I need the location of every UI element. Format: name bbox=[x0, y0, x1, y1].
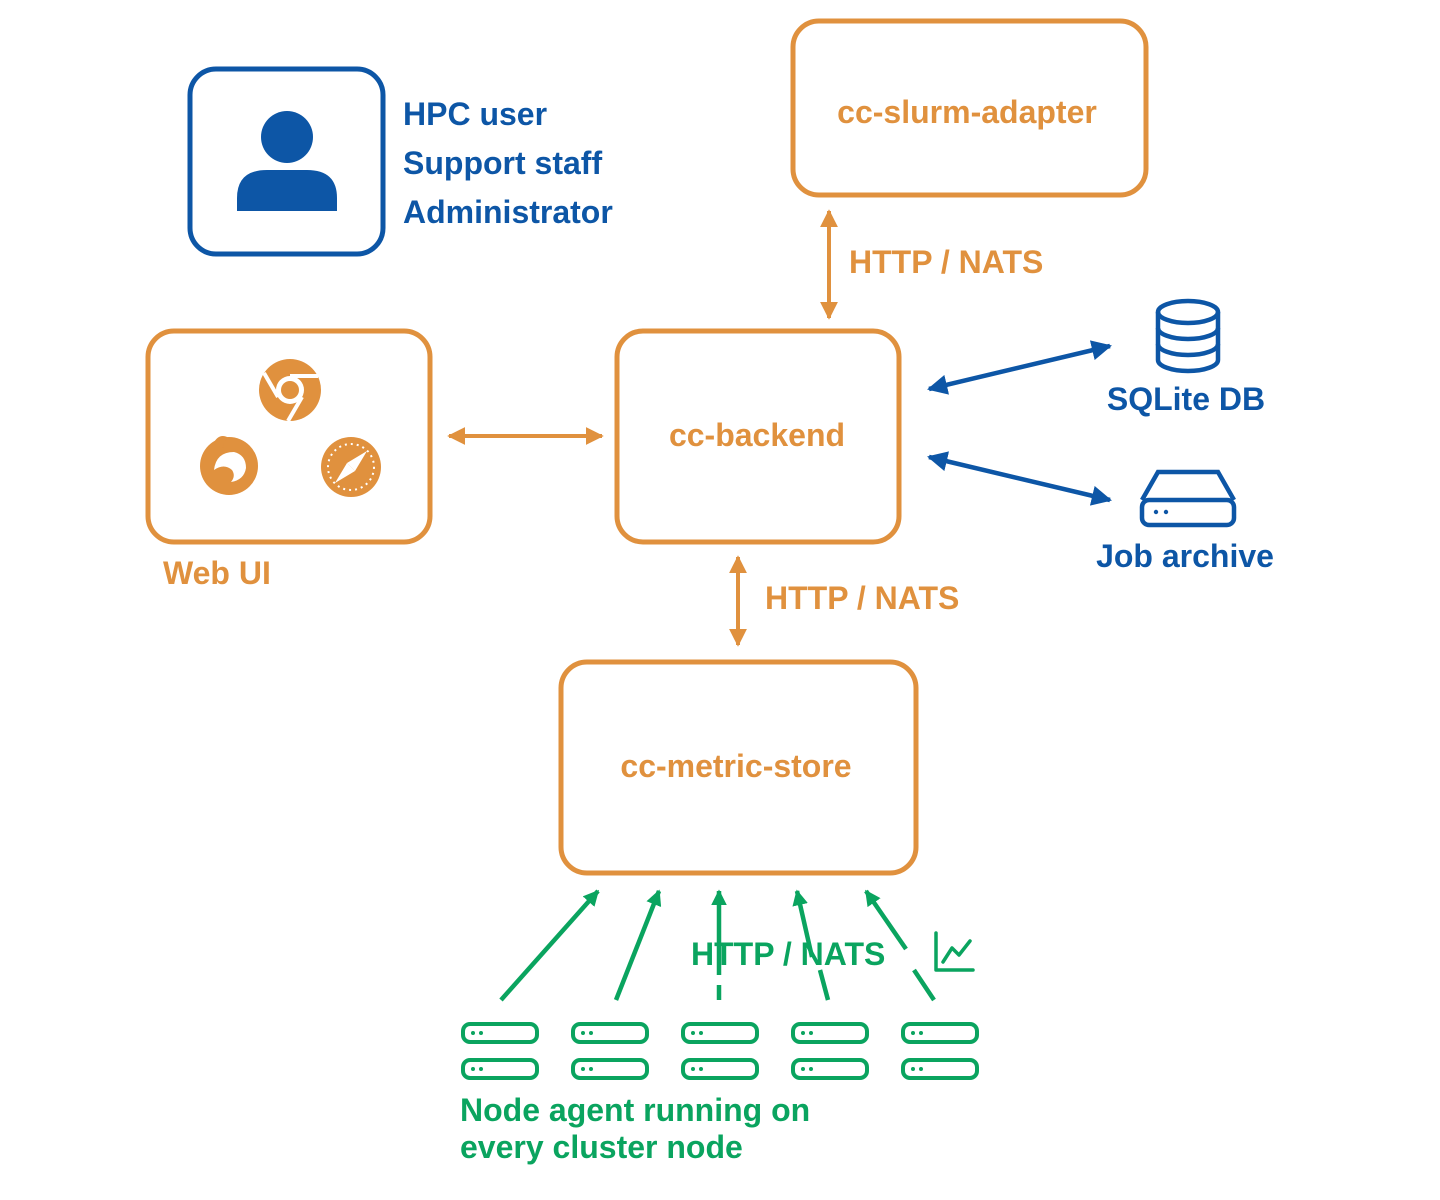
line-chart-icon bbox=[934, 931, 975, 972]
node-agent-caption: Node agent running on every cluster node bbox=[460, 1092, 810, 1166]
slurm-adapter-label: cc-slurm-adapter bbox=[837, 94, 1097, 130]
server-icon bbox=[901, 1022, 979, 1080]
node-arrow bbox=[864, 889, 908, 951]
link-label-slurm-backend: HTTP / NATS bbox=[849, 244, 1043, 280]
web-ui-label: Web UI bbox=[163, 555, 271, 591]
chrome-icon bbox=[259, 359, 321, 423]
user-roles: HPC user Support staff Administrator bbox=[403, 90, 613, 237]
node-arrow bbox=[499, 889, 600, 1002]
metric-store-box bbox=[558, 659, 919, 876]
arrow-backend-archive bbox=[927, 451, 1112, 506]
sqlite-db-label: SQLite DB bbox=[1107, 381, 1265, 417]
node-agent-caption-line: Node agent running on bbox=[460, 1092, 811, 1128]
role-support-staff: Support staff bbox=[403, 145, 603, 181]
node-arrow bbox=[817, 969, 831, 1001]
database-icon bbox=[1155, 298, 1221, 374]
backend-label: cc-backend bbox=[669, 417, 845, 453]
node-arrows bbox=[499, 889, 936, 1002]
server-icon bbox=[461, 1022, 539, 1080]
user-box bbox=[187, 66, 386, 257]
server-icon bbox=[571, 1022, 649, 1080]
server-nodes bbox=[461, 1022, 979, 1080]
hard-drive-icon bbox=[1139, 469, 1237, 528]
role-hpc-user: HPC user bbox=[403, 96, 548, 132]
job-archive-label: Job archive bbox=[1096, 538, 1274, 574]
role-administrator: Administrator bbox=[403, 194, 613, 230]
node-agent-caption-line: every cluster node bbox=[460, 1129, 743, 1165]
web-ui-box bbox=[145, 328, 433, 545]
metric-store-label: cc-metric-store bbox=[620, 748, 851, 784]
node-arrow bbox=[613, 889, 662, 1001]
arrow-backend-db bbox=[927, 340, 1112, 395]
safari-icon bbox=[321, 437, 381, 497]
link-label-nodes-store: HTTP / NATS bbox=[691, 936, 885, 972]
backend-box bbox=[614, 328, 902, 545]
node-arrow bbox=[912, 968, 936, 1002]
user-icon bbox=[237, 111, 337, 211]
server-icon bbox=[791, 1022, 869, 1080]
node-arrow bbox=[792, 889, 815, 958]
server-icon bbox=[681, 1022, 759, 1080]
firefox-icon bbox=[200, 436, 258, 495]
slurm-adapter-box bbox=[790, 18, 1149, 198]
link-label-backend-store: HTTP / NATS bbox=[765, 580, 959, 616]
